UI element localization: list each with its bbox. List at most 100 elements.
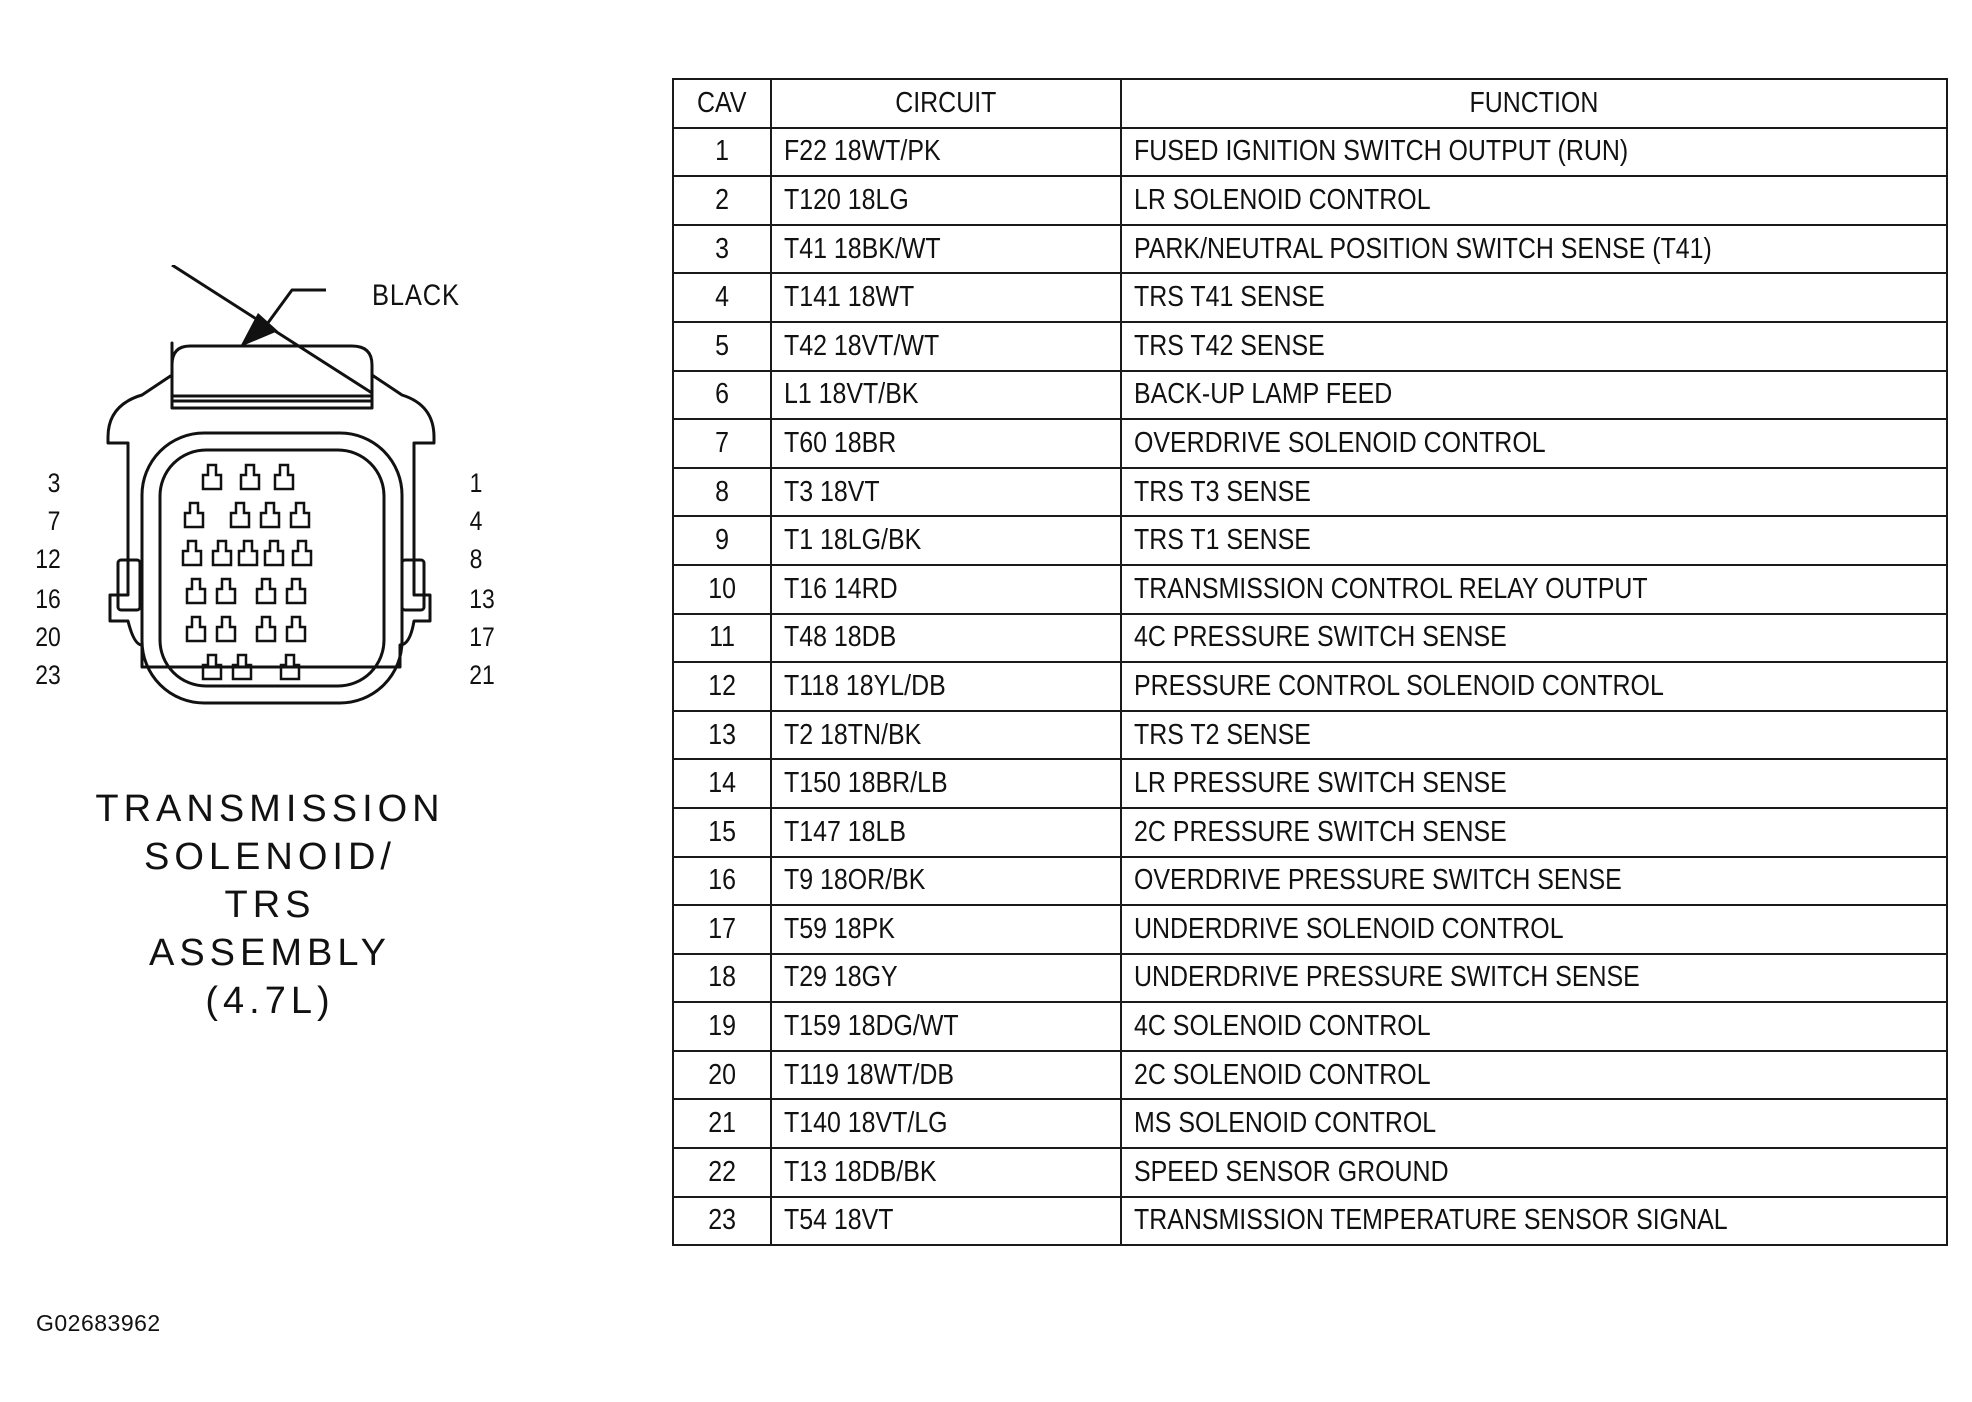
pin-cavity [289,501,311,529]
function-cell: 4C SOLENOID CONTROL [1120,1001,1948,1052]
pin-cavity [183,501,205,529]
connector-face [140,431,404,705]
right-pin-label: 8 [469,544,483,574]
cav-cell: 17 [672,904,772,955]
pin-cavity [285,615,307,643]
cav-cell: 3 [672,223,772,275]
function-cell: 2C SOLENOID CONTROL [1120,1049,1948,1101]
assembly-title-line: TRS [224,884,316,926]
function-cell: SPEED SENSOR GROUND [1120,1147,1948,1198]
function-cell: LR SOLENOID CONTROL [1120,175,1948,226]
function-cell: TRS T41 SENSE [1120,272,1948,323]
pin-cavity [229,501,251,529]
left-pin-label: 23 [35,660,61,690]
right-pin-label: 1 [469,468,483,498]
cav-cell: 23 [672,1195,772,1247]
function-cell: TRANSMISSION CONTROL RELAY OUTPUT [1120,563,1948,615]
connector-color-label: BLACK [372,279,460,312]
table-header-row: CAV CIRCUIT FUNCTION [672,78,1948,129]
function-cell: UNDERDRIVE PRESSURE SWITCH SENSE [1120,952,1948,1004]
left-pin-label: 3 [47,468,61,498]
function-cell: TRANSMISSION TEMPERATURE SENSOR SIGNAL [1120,1195,1948,1247]
cav-cell: 18 [672,952,772,1004]
pin-cavity [263,539,285,567]
cav-cell: 10 [672,563,772,615]
function-cell: 4C PRESSURE SWITCH SENSE [1120,612,1948,664]
pin-cavity [215,577,237,605]
function-cell: LR PRESSURE SWITCH SENSE [1120,758,1948,809]
circuit-cell: T59 18PK [770,904,1122,955]
circuit-cell: T41 18BK/WT [770,223,1122,275]
circuit-cell: T60 18BR [770,418,1122,469]
function-cell: OVERDRIVE SOLENOID CONTROL [1120,418,1948,469]
connector-latch [170,341,374,410]
function-cell: PRESSURE CONTROL SOLENOID CONTROL [1120,661,1948,712]
circuit-cell: T9 18OR/BK [770,855,1122,907]
column-header-cav: CAV [672,78,772,129]
pin-cavity [231,653,253,681]
connector-diagram [106,265,436,705]
circuit-cell: T54 18VT [770,1195,1122,1247]
circuit-cell: T48 18DB [770,612,1122,664]
connector-housing [106,365,436,669]
pin-cavity [285,577,307,605]
pin-cavity [181,539,203,567]
callout-arrow [240,288,326,347]
left-pin-label: 16 [35,584,61,614]
pin-cavity [255,577,277,605]
cav-cell: 7 [672,418,772,469]
circuit-cell: T3 18VT [770,466,1122,518]
function-cell: TRS T3 SENSE [1120,466,1948,518]
assembly-title-line: SOLENOID/ [144,836,396,878]
cav-cell: 12 [672,661,772,712]
cav-cell: 19 [672,1001,772,1052]
cav-cell: 22 [672,1147,772,1198]
circuit-cell: T120 18LG [770,175,1122,226]
right-pin-label: 13 [469,584,495,614]
circuit-cell: T159 18DG/WT [770,1001,1122,1052]
cav-cell: 1 [672,126,772,178]
circuit-cell: T140 18VT/LG [770,1098,1122,1150]
cav-cell: 15 [672,806,772,858]
pin-cavity [239,463,261,491]
pin-cavity [201,653,223,681]
circuit-cell: L1 18VT/BK [770,369,1122,421]
cav-cell: 14 [672,758,772,809]
pin-cavity [291,539,313,567]
function-cell: OVERDRIVE PRESSURE SWITCH SENSE [1120,855,1948,907]
cav-cell: 5 [672,320,772,372]
assembly-title-line: (4.7L) [205,980,335,1022]
function-cell: FUSED IGNITION SWITCH OUTPUT (RUN) [1120,126,1948,178]
cav-cell: 4 [672,272,772,323]
circuit-cell: F22 18WT/PK [770,126,1122,178]
assembly-title-line: TRANSMISSION [95,788,445,830]
figure-id: G02683962 [36,1310,161,1336]
function-cell: BACK-UP LAMP FEED [1120,369,1948,421]
cav-cell: 11 [672,612,772,664]
circuit-cell: T119 18WT/DB [770,1049,1122,1101]
left-pin-label: 20 [35,622,61,652]
cav-cell: 13 [672,709,772,761]
assembly-title: TRANSMISSION SOLENOID/ TRS ASSEMBLY (4.7… [60,785,480,1025]
function-cell: TRS T42 SENSE [1120,320,1948,372]
circuit-cell: T2 18TN/BK [770,709,1122,761]
cav-cell: 20 [672,1049,772,1101]
column-header-circuit: CIRCUIT [770,78,1122,129]
